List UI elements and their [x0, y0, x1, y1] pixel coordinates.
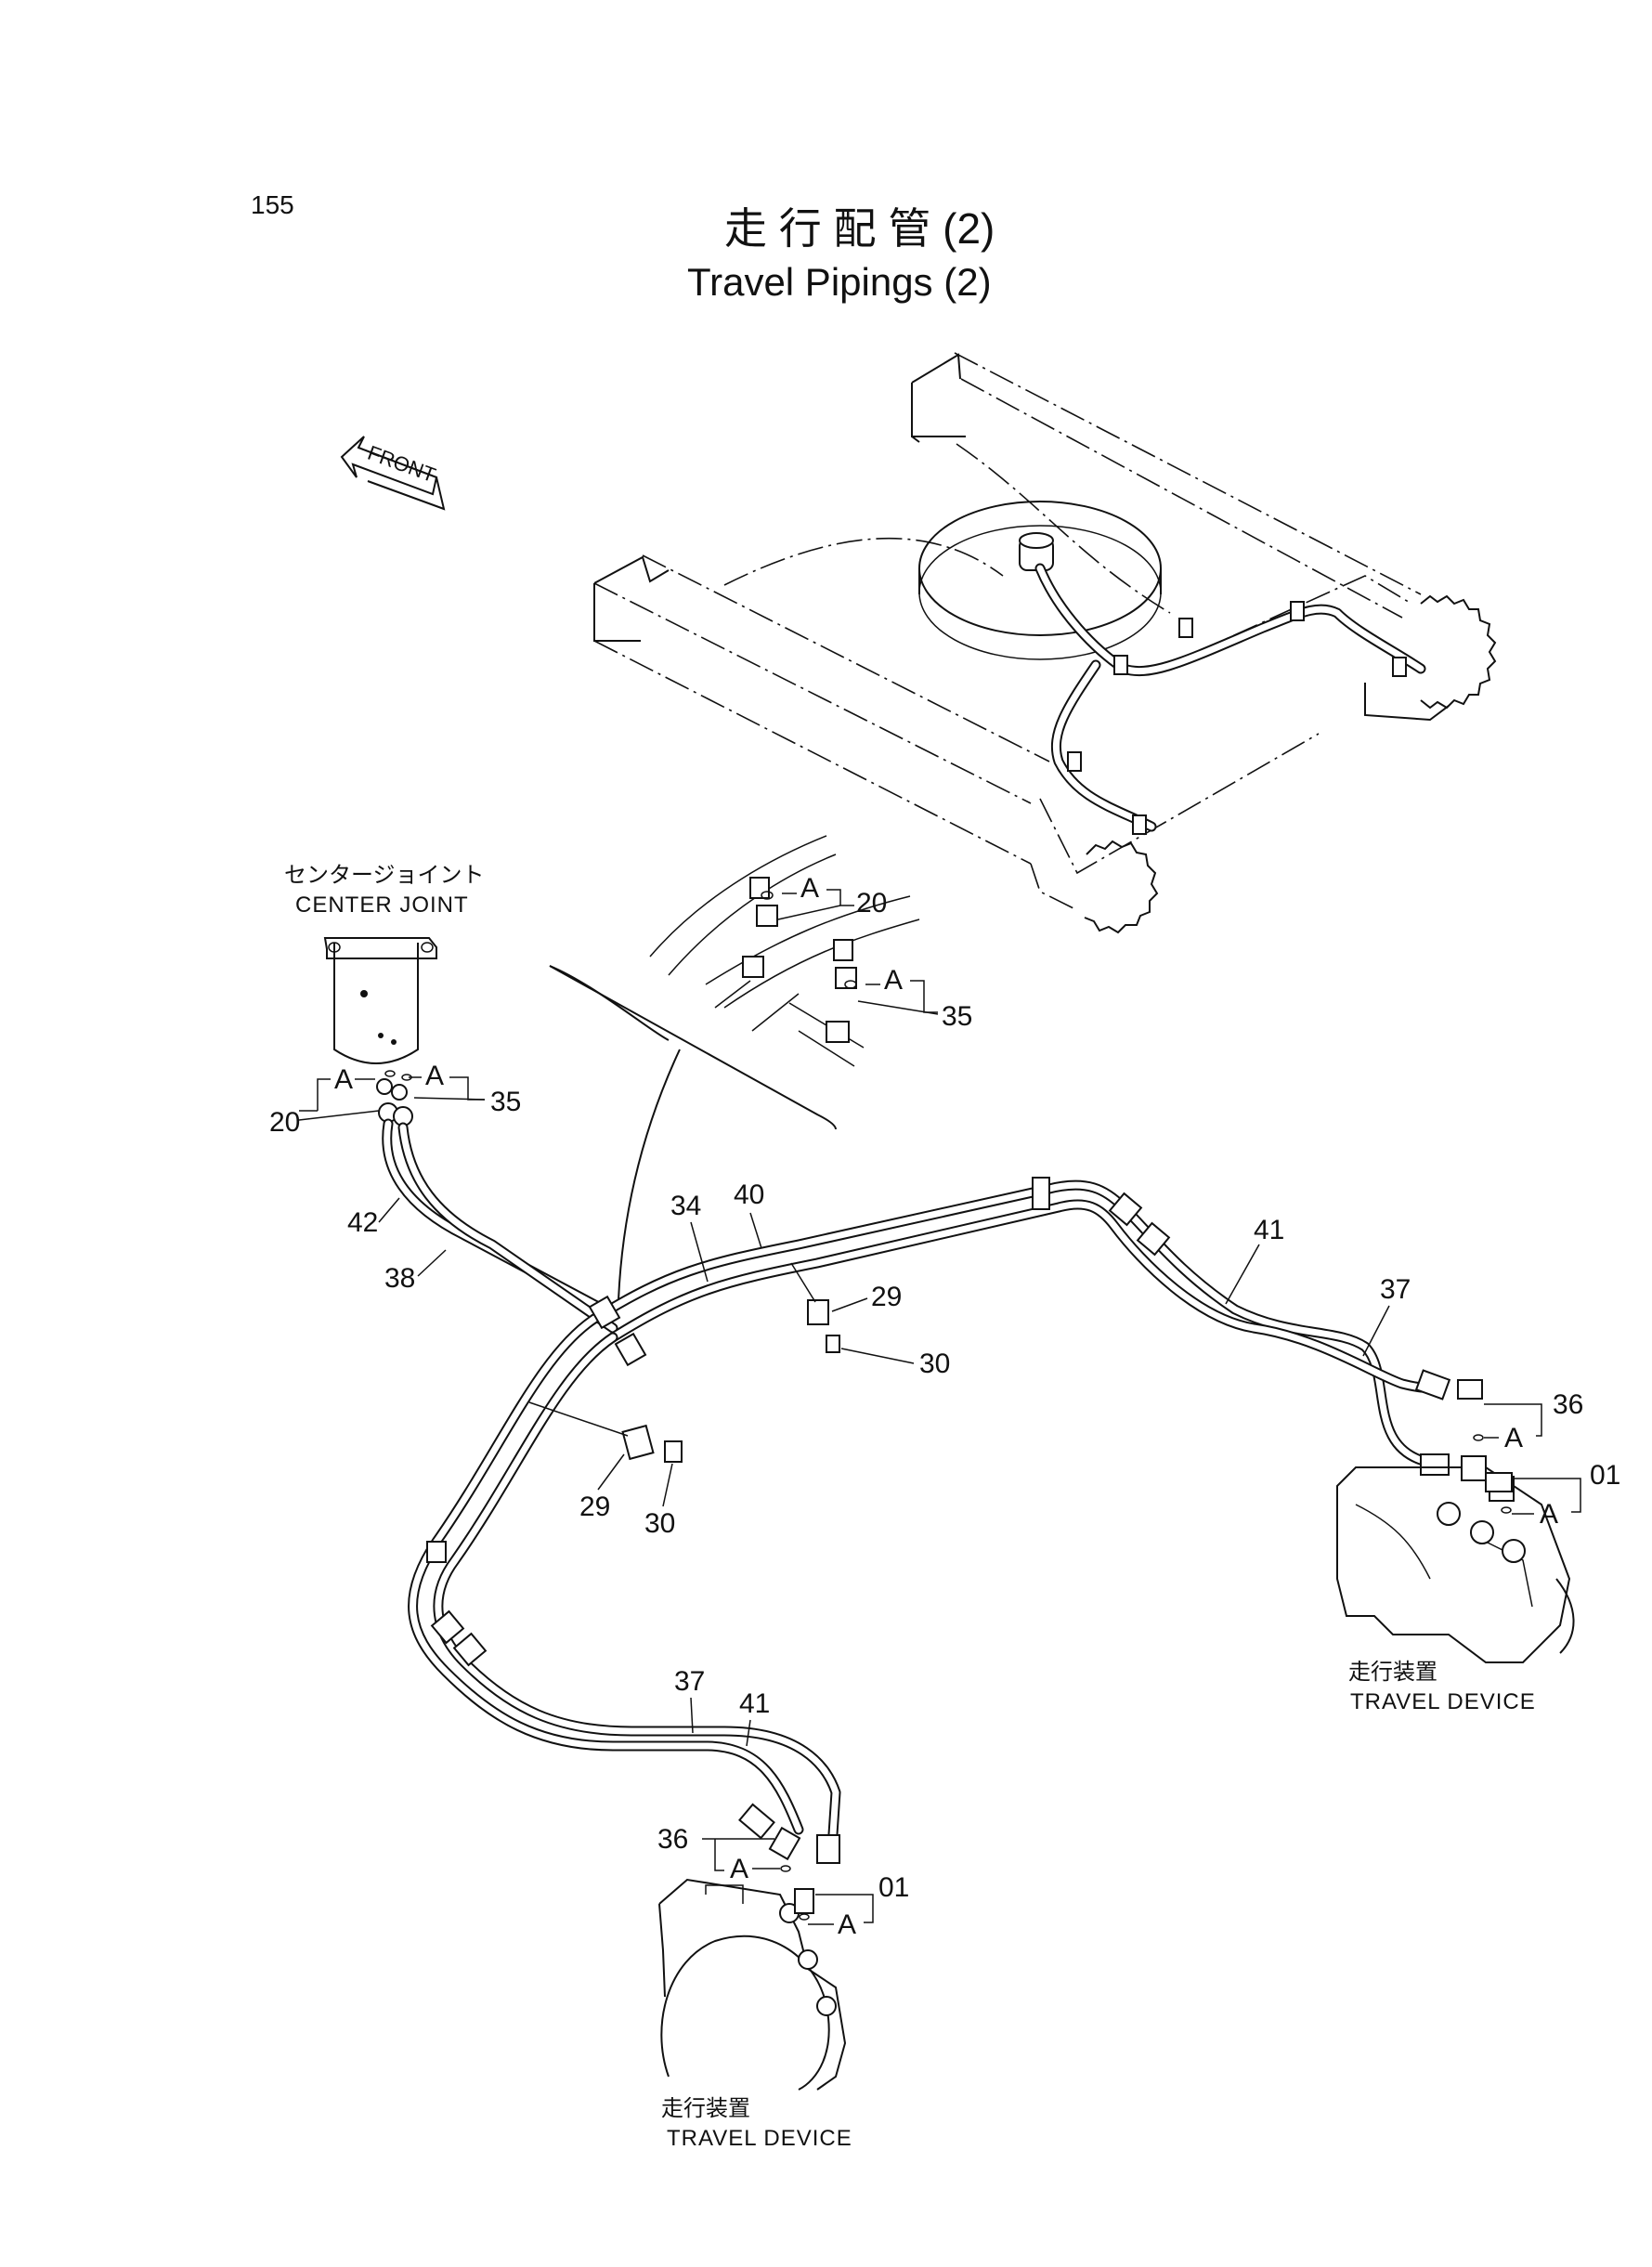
center-callout-a-left: A	[334, 1064, 353, 1095]
left-callout-37: 37	[674, 1666, 705, 1697]
detail-callout-35: 35	[942, 1001, 972, 1032]
callout-30-top: 30	[919, 1348, 950, 1379]
left-callout-41: 41	[739, 1688, 770, 1719]
right-device-label-jp: 走行装置	[1348, 1660, 1437, 1685]
right-callout-a1: A	[1504, 1423, 1523, 1453]
callout-40: 40	[734, 1179, 764, 1210]
left-callout-a2: A	[838, 1909, 856, 1940]
callout-29-bottom: 29	[579, 1492, 610, 1522]
center-joint: センタージョイント CENTER JOINT A 20 A 35	[269, 863, 521, 1138]
callout-38: 38	[384, 1263, 415, 1294]
left-callout-36: 36	[657, 1824, 688, 1855]
undercarriage-frame	[593, 352, 1497, 934]
callout-37-right: 37	[1380, 1274, 1411, 1305]
callout-41-right: 41	[1254, 1215, 1284, 1245]
right-callout-36: 36	[1553, 1389, 1583, 1420]
left-device-label-jp: 走行装置	[661, 2096, 750, 2121]
main-pipes	[382, 1118, 1451, 1864]
detail-callout-a1: A	[800, 873, 819, 904]
right-callout-a2: A	[1540, 1499, 1558, 1530]
detail-callout-20: 20	[856, 888, 887, 919]
center-callout-35: 35	[490, 1087, 521, 1117]
center-joint-label-en: CENTER JOINT	[295, 892, 469, 918]
title-english: Travel Pipings (2)	[687, 260, 992, 304]
travel-device-left: 37 41 36 A 01 A 走行装置 TRAVEL DEVICE	[657, 1666, 909, 2151]
right-callout-01: 01	[1590, 1460, 1620, 1491]
clamp-callouts: 29 30 29 30	[579, 1282, 950, 1539]
page-number: 155	[251, 190, 294, 219]
title-japanese: 走 行 配 管 (2)	[724, 204, 995, 253]
travel-device-right: 36 A 01 A 走行装置 TRAVEL DEVICE	[1336, 1379, 1620, 1714]
callout-30-bottom: 30	[644, 1508, 675, 1539]
front-label: FRONT	[365, 441, 439, 487]
front-arrow-icon: FRONT	[340, 436, 446, 511]
center-callout-a-right: A	[425, 1061, 444, 1091]
callout-34: 34	[670, 1191, 701, 1221]
callout-42: 42	[347, 1207, 378, 1238]
callout-29-top: 29	[871, 1282, 902, 1312]
left-device-label-en: TRAVEL DEVICE	[667, 2126, 852, 2151]
detail-callout-a2: A	[884, 965, 903, 996]
center-callout-20: 20	[269, 1107, 300, 1138]
detail-view: A 20 A 35	[549, 835, 972, 1301]
right-device-label-en: TRAVEL DEVICE	[1350, 1689, 1536, 1714]
center-joint-label-jp: センタージョイント	[284, 863, 485, 888]
pipe-callouts: 42 38 34 40 41 37	[347, 1179, 1411, 1357]
frame-hoses	[1034, 563, 1426, 835]
left-callout-01: 01	[878, 1872, 909, 1903]
left-callout-a1: A	[730, 1854, 748, 1884]
